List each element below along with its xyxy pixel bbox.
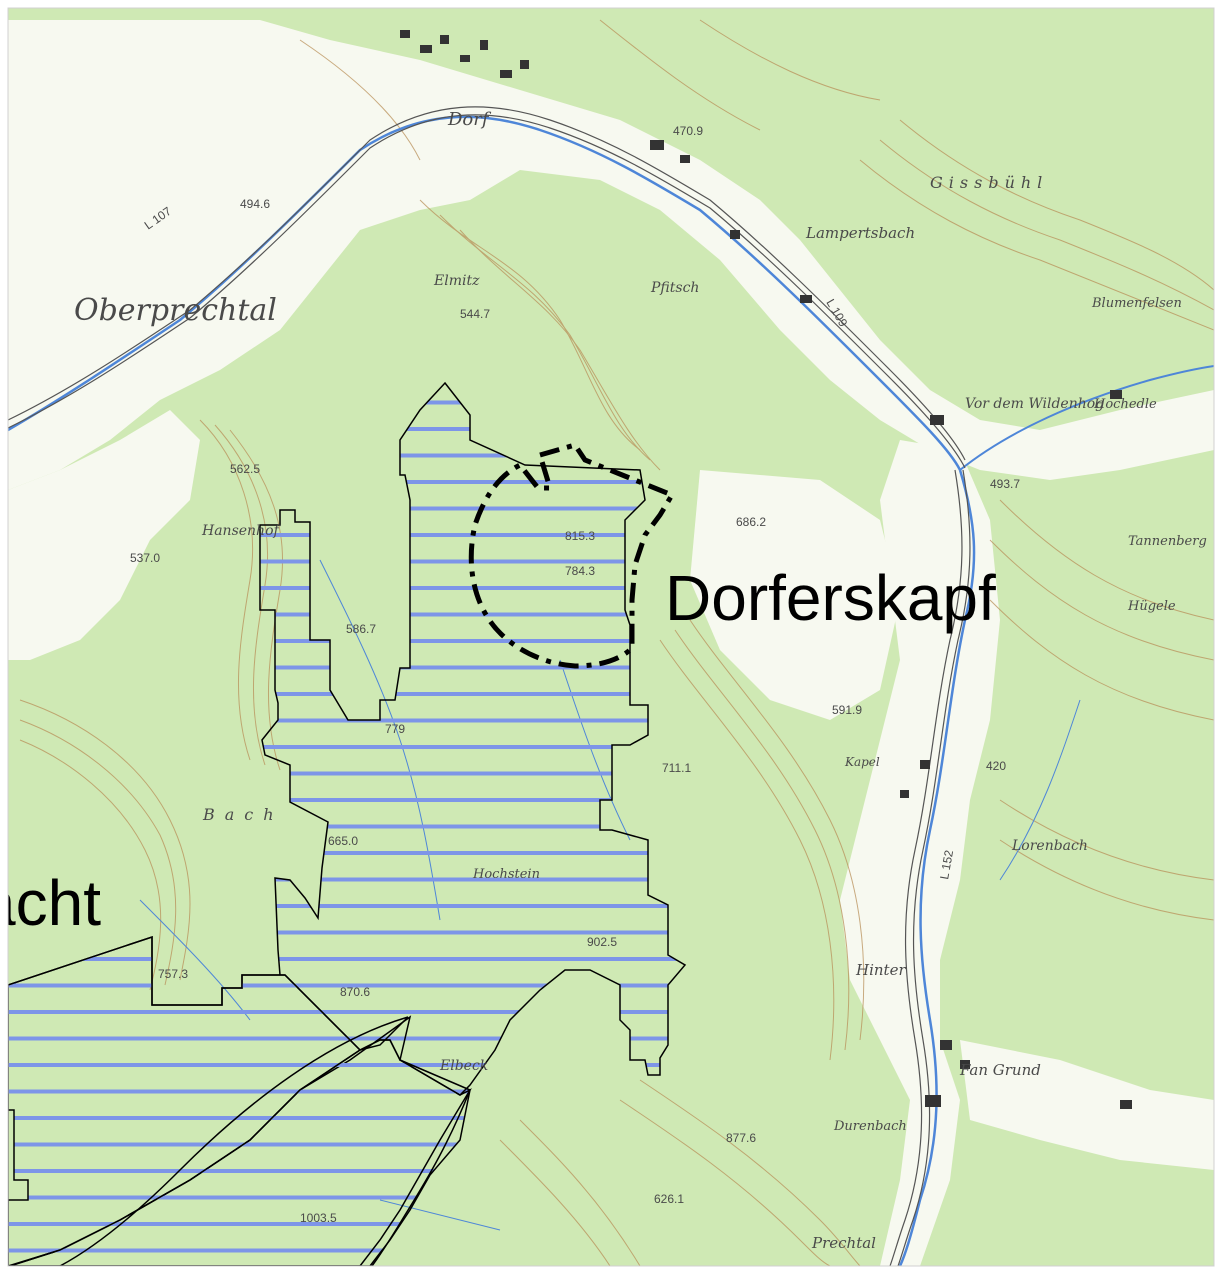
elevation-label: 665.0 bbox=[328, 834, 358, 848]
stream-3 bbox=[999, 699, 1081, 881]
road-label: L 152 bbox=[937, 849, 956, 881]
place-label: Oberprechtal bbox=[74, 293, 277, 328]
elevation-label: 626.1 bbox=[654, 1192, 684, 1206]
elevation-label: 537.0 bbox=[130, 551, 160, 565]
elevation-label: 815.3 bbox=[565, 529, 595, 543]
area-label-dorferskapf: Dorferskapf bbox=[665, 562, 996, 634]
elevation-label: 494.6 bbox=[240, 197, 270, 211]
river-east-branch bbox=[959, 365, 1214, 471]
place-label: Bach bbox=[202, 805, 284, 824]
elevation-label: 902.5 bbox=[587, 935, 617, 949]
road-east-edge bbox=[897, 469, 971, 1266]
place-label: Lampertsbach bbox=[805, 224, 915, 242]
road-main-edge bbox=[8, 114, 966, 469]
protected-area-south bbox=[9, 1039, 472, 1266]
place-label: Dorf bbox=[447, 109, 492, 130]
elevation-label: 562.5 bbox=[230, 462, 260, 476]
area-label-partial: acht bbox=[0, 867, 101, 939]
roads bbox=[8, 106, 971, 1266]
place-label: Kapel bbox=[844, 755, 880, 769]
dorferskapf-boundary bbox=[468, 442, 676, 669]
protected-area-stub bbox=[8, 1109, 29, 1201]
elevation-label: 1003.5 bbox=[300, 1211, 337, 1225]
place-label: Fan Grund bbox=[959, 1061, 1041, 1079]
elevation-label: 779 bbox=[385, 722, 405, 736]
river-main bbox=[8, 115, 962, 471]
place-label: Hügele bbox=[1127, 599, 1176, 614]
elevation-label: 686.2 bbox=[736, 515, 766, 529]
place-label: Hochedle bbox=[1093, 397, 1157, 412]
road-main bbox=[8, 106, 966, 461]
open-land-oberprechtal bbox=[8, 410, 200, 660]
elevation-label: 757.3 bbox=[158, 967, 188, 981]
place-label: Lorenbach bbox=[1011, 838, 1088, 854]
open-land-valley-north bbox=[8, 20, 1214, 490]
map-frame bbox=[7, 7, 1215, 1267]
elevation-label: 470.9 bbox=[673, 124, 703, 138]
boundary-line-inner bbox=[359, 1016, 409, 1051]
elevation-label: 877.6 bbox=[726, 1131, 756, 1145]
boundary-line-south bbox=[371, 1089, 471, 1266]
elevation-label: 870.6 bbox=[340, 985, 370, 999]
elevation-label: 544.7 bbox=[460, 307, 490, 321]
place-label: Hansenhof bbox=[201, 523, 282, 539]
elevation-label: 591.9 bbox=[832, 703, 862, 717]
elevation-label: 493.7 bbox=[990, 477, 1020, 491]
place-label: Prechtal bbox=[811, 1234, 876, 1252]
place-label: Gissbühl bbox=[930, 173, 1048, 192]
elevation-label: 586.7 bbox=[346, 622, 376, 636]
place-label: Elbeck bbox=[439, 1058, 488, 1074]
elevation-label: 420 bbox=[986, 759, 1006, 773]
open-land-south-east bbox=[960, 1040, 1214, 1170]
elevation-label: 711.1 bbox=[662, 761, 691, 775]
place-label: Durenbach bbox=[833, 1119, 907, 1134]
open-land-east-fields bbox=[690, 470, 900, 720]
elevation-label: 784.3 bbox=[565, 564, 595, 578]
place-label: Vor dem Wildenhog bbox=[965, 396, 1104, 412]
place-label: Blumenfelsen bbox=[1091, 296, 1182, 311]
boundary-line-diagonal bbox=[59, 1016, 409, 1266]
place-label: Elmitz bbox=[433, 273, 480, 289]
place-label: Hochstein bbox=[472, 867, 540, 882]
place-label: Pfitsch bbox=[650, 280, 699, 296]
river-east bbox=[898, 469, 976, 1266]
buildings bbox=[400, 30, 1132, 1109]
place-label: Tannenberg bbox=[1128, 534, 1207, 549]
road-east bbox=[889, 469, 963, 1266]
place-label: Hinter bbox=[855, 961, 906, 979]
